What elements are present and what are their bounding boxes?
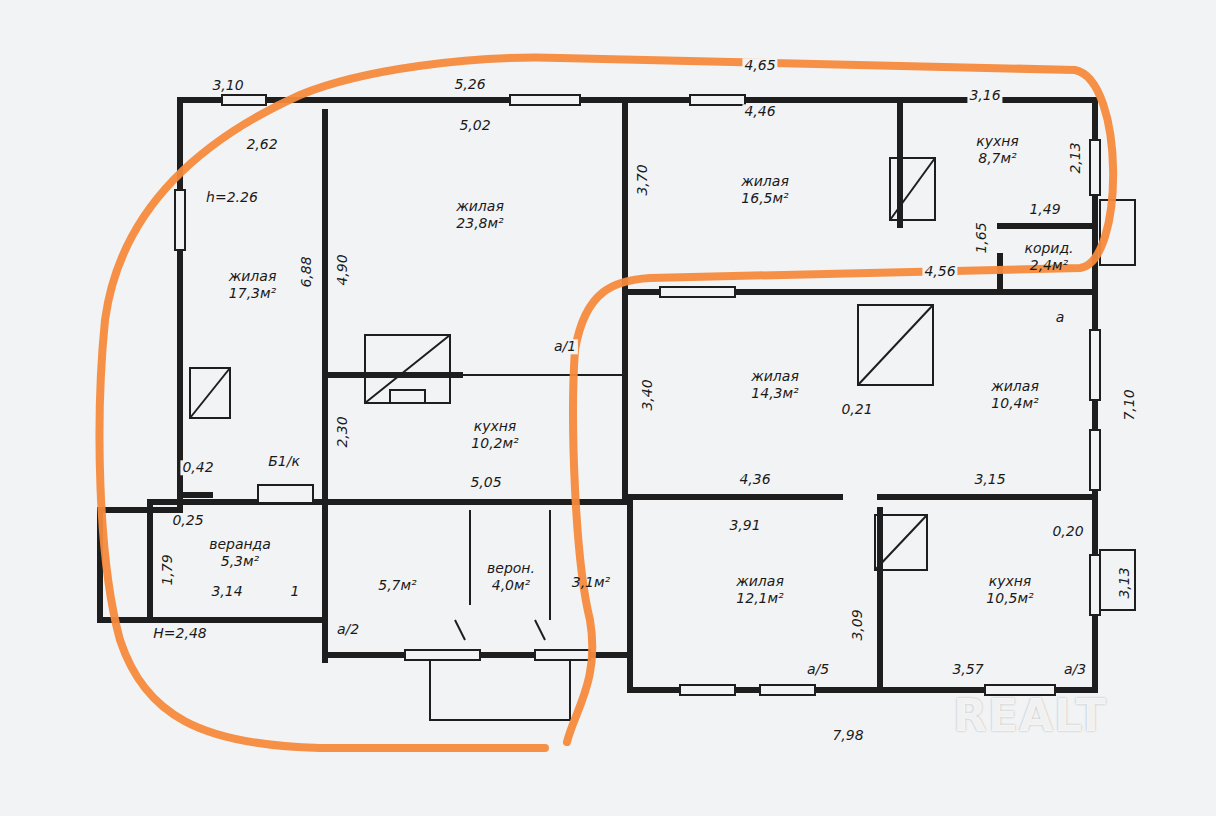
room-area: веранда 5,3м² <box>160 528 320 578</box>
dimension-label: 3,13 <box>1117 565 1132 600</box>
room-area: кухня 10,2м² <box>430 410 560 460</box>
dimension-label: а <box>1054 310 1067 325</box>
dimension-label: H=2,48 <box>151 626 208 641</box>
room-label: кухня 8,7м² <box>962 133 1034 167</box>
room-area: жилая 12,1м² <box>680 565 840 615</box>
dimension-label: 3,57 <box>950 662 985 677</box>
room-area: жилая 14,3м² <box>700 360 850 410</box>
room-area: кухня 10,5м² <box>935 565 1085 615</box>
room-label: жилая 14,3м² <box>739 368 811 402</box>
room-label: кухня 10,2м² <box>459 418 531 452</box>
dimension-label: 5,02 <box>457 118 492 133</box>
dimension-label: а/5 <box>805 662 831 677</box>
room-label: кухня 10,5м² <box>974 573 1046 607</box>
room-label: жилая 23,8м² <box>444 198 516 232</box>
room-area: верон. 4,0м² <box>475 552 547 602</box>
dimension-label: 2,30 <box>335 414 350 449</box>
dimension-label: 3,70 <box>635 162 650 197</box>
room-area: жилая 16,5м² <box>640 165 890 215</box>
dimension-label: 2,13 <box>1068 140 1083 175</box>
dimension-label: 6,88 <box>299 254 314 289</box>
dimension-label: 1,79 <box>160 552 175 587</box>
watermark: REALT <box>951 692 1109 740</box>
room-label: верон. 4,0м² <box>475 560 547 594</box>
room-label: 3,1м² <box>572 574 610 591</box>
dimension-label: а/3 <box>1062 662 1088 677</box>
dimension-label: 4,36 <box>737 472 772 487</box>
room-label: жилая 10,4м² <box>979 378 1051 412</box>
dimension-label: 3,91 <box>727 518 762 533</box>
dimension-label: 0,20 <box>1050 524 1085 539</box>
room-area: жилая 23,8м² <box>340 190 620 240</box>
dimension-label: Б1/к <box>266 454 302 469</box>
room-area: кухня 8,7м² <box>905 125 1090 175</box>
dimension-label: 4,90 <box>335 252 350 287</box>
dimension-label: 1 <box>289 584 302 599</box>
dimension-label: 5,26 <box>452 77 487 92</box>
room-label: жилая 17,3м² <box>217 268 289 302</box>
room-label: жилая 12,1м² <box>724 573 796 607</box>
room-label: 5,7м² <box>378 577 416 594</box>
dimension-label: 3,40 <box>640 377 655 412</box>
room-area: корид. 2,4м² <box>1005 232 1093 282</box>
room-area: 5,7м² <box>335 565 460 605</box>
room-area: 3,1м² <box>556 562 626 602</box>
dimension-label: 3,16 <box>967 88 1002 103</box>
dimension-label: 1,65 <box>974 220 989 255</box>
dimension-label: 4,65 <box>742 58 777 73</box>
dimension-label: 4,46 <box>742 104 777 119</box>
room-label: жилая 16,5м² <box>729 173 801 207</box>
dimension-label: h=2.26 <box>204 190 260 205</box>
dimension-label: 3,15 <box>972 472 1007 487</box>
dimension-label: 3,09 <box>850 607 865 642</box>
room-label: корид. 2,4м² <box>1013 240 1085 274</box>
room-label: веранда 5,3м² <box>204 536 276 570</box>
dimension-label: 0,25 <box>170 513 205 528</box>
dimension-label: 4,56 <box>922 264 957 279</box>
dimension-label: 7,10 <box>1122 387 1137 422</box>
dimension-label: а/2 <box>335 622 361 637</box>
dimension-label: 7,98 <box>830 728 865 743</box>
dimension-label: 3,14 <box>209 584 244 599</box>
dimension-label: 3,10 <box>210 78 245 93</box>
room-area: жилая 10,4м² <box>940 370 1090 420</box>
dimension-label: 0,21 <box>839 402 874 417</box>
dimension-label: 0,42 <box>180 460 215 475</box>
dimension-label: 2,62 <box>244 137 279 152</box>
dimension-label: 5,05 <box>468 475 503 490</box>
dimension-label: а/1 <box>552 339 578 354</box>
dimension-label: 1,49 <box>1027 202 1062 217</box>
